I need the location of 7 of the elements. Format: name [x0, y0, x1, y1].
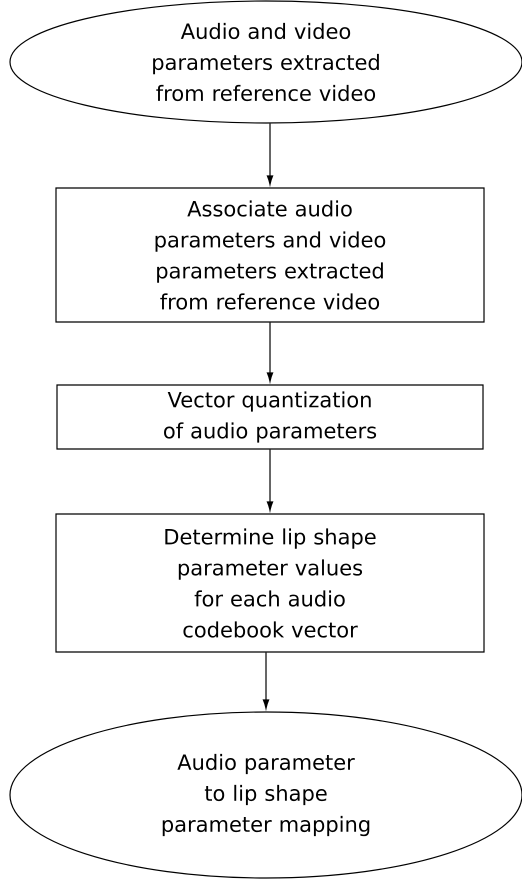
arrow [262, 652, 270, 709]
process-box: Vector quantization of audio parameters [56, 384, 484, 450]
process-box: Determine lip shape parameter values for each audio codebook vector [55, 513, 485, 653]
arrow [266, 124, 274, 185]
arrow [266, 322, 274, 382]
process-box: Associate audio parameters and video parameters extracted from reference video [55, 187, 485, 323]
arrow [266, 450, 274, 511]
